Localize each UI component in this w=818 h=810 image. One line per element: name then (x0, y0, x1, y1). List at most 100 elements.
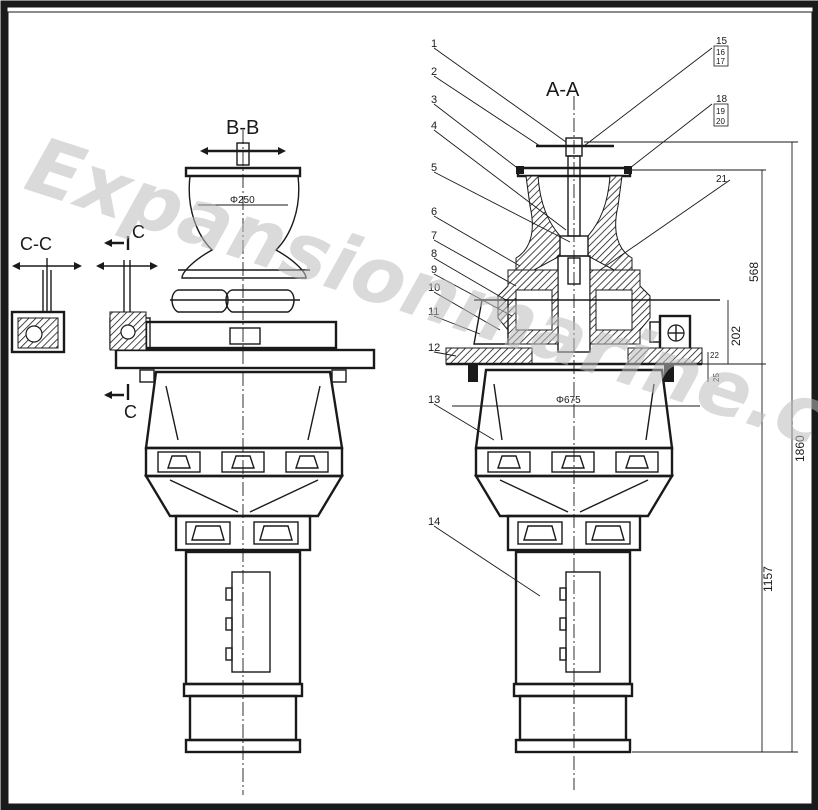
part-label-13: 13 (428, 394, 440, 406)
handle-hub (236, 142, 250, 166)
part-label-19: 19 (716, 107, 725, 116)
truss-band-2 (174, 514, 312, 552)
part-label-11: 11 (428, 306, 439, 318)
aa-brace-1 (499, 479, 569, 513)
dim-label-25: 25 (712, 373, 721, 382)
brace-1 (169, 479, 239, 513)
brace-2 (249, 479, 319, 513)
aa-truss-band-2 (506, 514, 642, 552)
aa-truss-cells-1 (487, 451, 659, 473)
aa-hinge-1 (559, 587, 567, 601)
aa-column-lower (518, 694, 628, 742)
truss-cells-1 (157, 451, 329, 473)
dimension-lines (584, 141, 798, 753)
cc-arrow-l (12, 262, 20, 270)
aa-motor-coupling (649, 321, 661, 343)
rib-l (165, 385, 179, 441)
column-door (231, 571, 271, 673)
view-aa (433, 47, 798, 790)
rib-r (307, 385, 321, 441)
dim-label-675: Φ675 (556, 395, 581, 406)
label-box-16-17 (713, 45, 729, 67)
aa-hinge-3 (559, 647, 567, 661)
inner-border (7, 11, 813, 805)
part-label-16: 16 (716, 48, 725, 57)
cc2-arrow-l (96, 262, 104, 270)
pedestal-upper (144, 370, 344, 450)
cc2-arrow-r (150, 262, 158, 270)
cc-gear (25, 325, 43, 343)
part-label-6: 6 (431, 206, 437, 218)
dim-label-202: 202 (729, 326, 743, 346)
bolt-r (331, 369, 347, 383)
cut-label-top: C (132, 222, 145, 242)
cut-arrowhead-bottom (104, 391, 112, 399)
part-label-7: 7 (431, 230, 437, 242)
section-title-cc: C-C (20, 234, 52, 254)
part-label-15: 15 (716, 36, 728, 47)
label-box-19-20 (713, 103, 729, 127)
aa-truss-cells-2 (517, 521, 631, 545)
part-label-9: 9 (431, 264, 437, 276)
right-part-numbers: 15 16 17 18 19 20 21 (713, 36, 729, 185)
part-label-14: 14 (428, 516, 440, 528)
aa-bolt-l (468, 364, 478, 382)
aa-drum-right (587, 175, 633, 271)
aa-brace-2 (579, 479, 649, 513)
roller-right (225, 289, 295, 313)
hinge-1 (225, 587, 233, 601)
aa-bearing-r (595, 289, 633, 331)
deck-plate (114, 348, 376, 370)
aa-column-door (565, 571, 601, 673)
column-foot (184, 738, 302, 754)
cut-label-bottom: C (124, 402, 137, 422)
truss-taper (143, 474, 345, 518)
part-label-3: 3 (431, 94, 437, 106)
part-label-18: 18 (716, 94, 728, 105)
dim-label-22: 22 (710, 351, 719, 360)
aa-rib-r (645, 383, 655, 441)
view-cc: C-C C C (10, 222, 158, 422)
dim-label-1860: 1860 (793, 435, 807, 462)
handle-arrow-left (200, 147, 208, 155)
cut-arrowhead-top (104, 239, 112, 247)
part-label-2: 2 (431, 66, 437, 78)
capstan-drum (181, 175, 307, 279)
part-label-17: 17 (716, 57, 725, 66)
dim-label-250: Φ250 (230, 195, 255, 206)
hinge-2 (225, 617, 233, 631)
cc-box (10, 310, 66, 354)
part-label-1: 1 (431, 38, 437, 50)
handle-arrow-right (278, 147, 286, 155)
section-title-bb: B-B (226, 117, 259, 139)
part-label-20: 20 (716, 117, 725, 126)
aa-rim-bolt-r (624, 166, 632, 174)
part-label-21: 21 (716, 174, 728, 185)
part-label-12: 12 (428, 342, 440, 354)
aa-hinge-2 (559, 617, 567, 631)
dim-label-568: 568 (747, 262, 761, 282)
aa-rib-l (493, 383, 503, 441)
truss-cells-2 (185, 521, 299, 545)
capstan-top-rim (184, 166, 302, 178)
part-label-8: 8 (431, 248, 437, 260)
aa-truss-taper (473, 474, 675, 518)
aa-bearing-l (515, 289, 553, 331)
part-label-4: 4 (431, 120, 437, 132)
aa-drum-left (515, 175, 561, 271)
part-numbers: 1 2 3 4 5 6 7 8 9 10 11 12 13 14 (428, 38, 440, 528)
section-title-aa: A-A (546, 79, 580, 101)
cc-arrow-r (74, 262, 82, 270)
aa-column-foot (514, 738, 632, 754)
dim-label-1157: 1157 (761, 566, 775, 592)
view-bb: Φ250 B-B (109, 117, 376, 795)
roller-left (171, 289, 229, 313)
part-label-10: 10 (428, 282, 440, 294)
hinge-3 (225, 647, 233, 661)
housing-window (229, 327, 261, 345)
aa-column-ring (512, 682, 634, 698)
cc2-gear (120, 324, 136, 340)
